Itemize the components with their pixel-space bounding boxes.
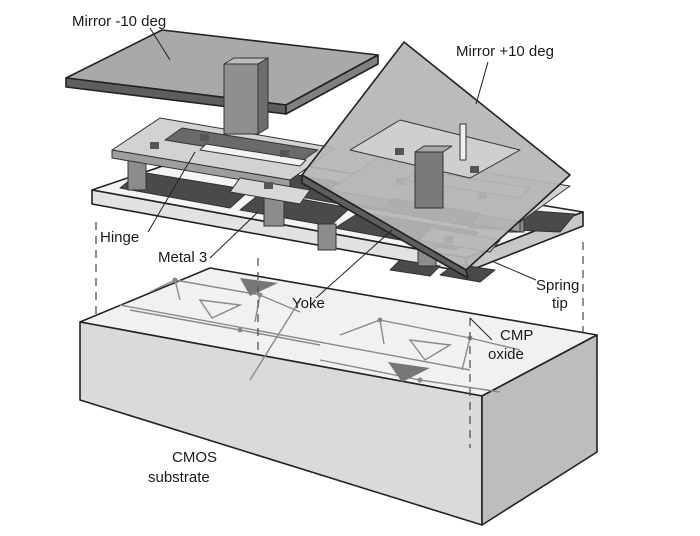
label-cmp-line2: oxide — [488, 346, 524, 363]
leader-lines — [147, 27, 537, 341]
label-spring-line2: tip — [552, 295, 568, 312]
labels: Mirror -10 deg Mirror +10 deg Hinge Meta… — [72, 13, 579, 486]
substrate-side-face — [481, 334, 598, 526]
cmos-substrate-block — [79, 267, 598, 526]
alignment-guides — [95, 222, 584, 448]
mirror-post-right — [414, 151, 444, 209]
label-yoke: Yoke — [292, 295, 325, 312]
label-hinge: Hinge — [100, 229, 139, 246]
label-metal-3: Metal 3 — [158, 249, 207, 266]
label-mirror-plus-10: Mirror +10 deg — [456, 43, 554, 60]
label-cmos-line1: CMOS — [172, 449, 217, 466]
label-spring-line1: Spring — [536, 277, 579, 294]
mirror-minus-10-deg — [65, 29, 379, 135]
label-cmp-line1: CMP — [500, 327, 533, 344]
label-cmos-line2: substrate — [148, 469, 210, 486]
inverter-symbol-right — [388, 362, 430, 382]
label-mirror-minus-10: Mirror -10 deg — [72, 13, 166, 30]
cmos-circuit-traces — [119, 277, 521, 393]
mirror-post-left — [223, 63, 259, 135]
left-yoke-hinge-assembly — [111, 117, 336, 205]
mirror-plus-10-deg — [301, 41, 571, 279]
inverter-symbol-left — [240, 278, 278, 296]
